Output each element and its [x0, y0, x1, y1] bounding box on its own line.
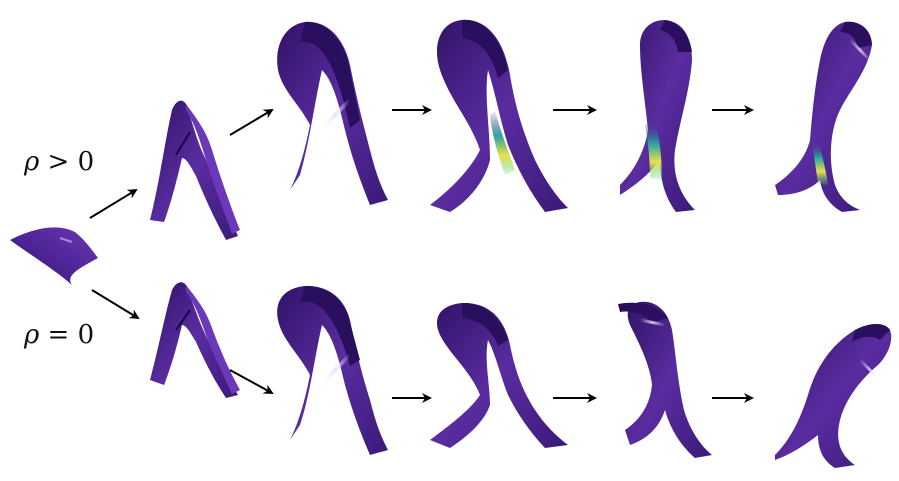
bottom-stage-2: [277, 286, 388, 455]
relation-text: = 0: [39, 320, 94, 350]
top-stage-1: [150, 101, 240, 240]
bottom-stage-5: [775, 324, 891, 468]
relation-text: > 0: [39, 147, 94, 177]
top-stage-4: [620, 20, 695, 212]
label-rho-positive: ρ > 0: [24, 147, 94, 177]
rho-symbol: ρ: [24, 320, 39, 350]
arrow-icon-top-1: [230, 110, 272, 135]
top-stage-5: [775, 22, 872, 212]
initial-sheet: [10, 227, 98, 285]
top-stage-3: [430, 20, 568, 212]
arrow-icon-bottom-0: [92, 290, 138, 318]
rho-symbol: ρ: [24, 147, 39, 177]
arrow-icon-top-0: [90, 190, 136, 218]
bottom-stage-1: [150, 282, 240, 398]
top-stage-2: [277, 22, 388, 205]
bottom-stage-4: [618, 302, 712, 458]
label-rho-zero: ρ = 0: [24, 320, 94, 350]
bottom-stage-3: [430, 303, 568, 448]
